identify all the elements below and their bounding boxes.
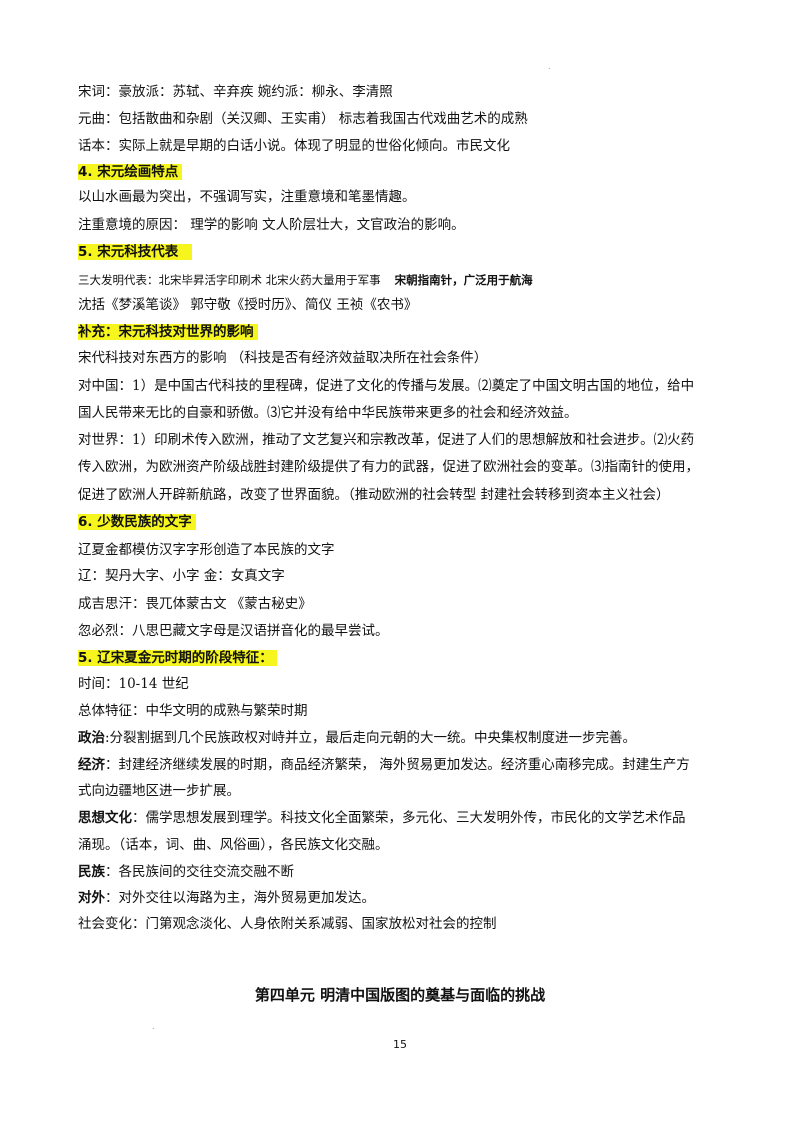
section-heading-text: 5. 宋元科技代表 xyxy=(78,244,193,260)
text-line: 式向边疆地区进一步扩展。 xyxy=(78,783,240,799)
text-line: 元曲：包括散曲和杂剧（关汉卿、王实甫） 标志着我国古代戏曲艺术的成熟 xyxy=(78,111,528,127)
text-line: 忽必烈：八思巴藏文字母是汉语拼音化的最早尝试。 xyxy=(78,623,389,639)
text-line: 总体特征：中华文明的成熟与繁荣时期 xyxy=(78,703,308,719)
bold-keyword: 民族 xyxy=(78,864,105,880)
text-segment: :分裂割据到几个民族政权对峙并立，最后走向元朝的大一统。中央集权制度进一步完善。 xyxy=(105,730,637,746)
unit-title: 第四单元 明清中国版图的奠基与面临的挑战 xyxy=(254,986,546,1004)
text-line: 思想文化：儒学思想发展到理学。科技文化全面繁荣，多元化、三大发明外传，市民化的文… xyxy=(78,808,686,828)
section-heading-text: 6. 少数民族的文字 xyxy=(78,514,196,530)
text-line: 社会变化：门第观念淡化、人身依附关系减弱、国家放松对社会的控制 xyxy=(78,916,497,932)
text-line: 辽：契丹大字、小字 金：女真文字 xyxy=(78,568,285,584)
text-line: 传入欧洲，为欧洲资产阶级战胜封建阶级提供了有力的武器，促进了欧洲社会的变革。⑶指… xyxy=(78,459,699,475)
section-heading: 5. 宋元科技代表 xyxy=(78,242,193,262)
bold-keyword: 思想文化 xyxy=(78,810,132,826)
section-heading: 5. 辽宋夏金元时期的阶段特征： xyxy=(78,648,277,668)
text-line: 对世界：1）印刷术传入欧洲，推动了文艺复兴和宗教改革，促进了人们的思想解放和社会… xyxy=(78,432,695,448)
text-line: 辽夏金都模仿汉字字形创造了本民族的文字 xyxy=(78,542,335,558)
section-heading: 6. 少数民族的文字 xyxy=(78,512,196,532)
text-line: 时间：10-14 世纪 xyxy=(78,676,189,692)
text-line: 政治:分裂割据到几个民族政权对峙并立，最后走向元朝的大一统。中央集权制度进一步完… xyxy=(78,728,636,748)
bold-keyword: 经济 xyxy=(78,757,105,773)
text-line: 宋词：豪放派：苏轼、辛弃疾 婉约派：柳永、李清照 xyxy=(78,84,393,100)
text-line: 以山水画最为突出，不强调写实，注重意境和笔墨情趣。 xyxy=(78,189,416,205)
text-segment: ：各民族间的交往交流交融不断 xyxy=(105,864,294,880)
page-number: 15 xyxy=(393,1038,407,1051)
scan-mark: . xyxy=(548,62,551,71)
text-segment: 三大发明代表：北宋毕昇活字印刷术 北宋火药大量用于军事 xyxy=(78,273,381,287)
bold-text-segment: 宋朝指南针，广泛用于航海 xyxy=(394,273,533,287)
text-line: 涌现。（话本，词、曲、风俗画），各民族文化交融。 xyxy=(78,837,389,853)
section-heading-text: 5. 辽宋夏金元时期的阶段特征： xyxy=(78,650,277,666)
text-line: 对中国：1）是中国古代科技的里程碑，促进了文化的传播与发展。⑵奠定了中国文明古国… xyxy=(78,378,695,394)
text-line: 国人民带来无比的自豪和骄傲。⑶它并没有给中华民族带来更多的社会和经济效益。 xyxy=(78,405,578,421)
text-line: 对外：对外交往以海路为主，海外贸易更加发达。 xyxy=(78,888,375,908)
text-line: 经济：封建经济继续发展的时期，商品经济繁荣， 海外贸易更加发达。经济重心南移完成… xyxy=(78,755,690,775)
scan-mark: . xyxy=(152,1022,155,1031)
text-line: 沈括《梦溪笔谈》 郭守敬《授时历》、简仪 王祯《农书》 xyxy=(78,297,418,313)
text-line: 促进了欧洲人开辟新航路，改变了世界面貌。（推动欧洲的社会转型 封建社会转移到资本… xyxy=(78,487,670,503)
bold-keyword: 对外 xyxy=(78,890,105,906)
section-heading: 4. 宋元绘画特点 xyxy=(78,162,183,182)
text-line: 三大发明代表：北宋毕昇活字印刷术 北宋火药大量用于军事宋朝指南针，广泛用于航海 xyxy=(78,270,533,290)
section-heading-text: 4. 宋元绘画特点 xyxy=(78,164,183,180)
section-heading: 补充：宋元科技对世界的影响 xyxy=(78,322,258,342)
text-line: 注重意境的原因： 理学的影响 文人阶层壮大，文官政治的影响。 xyxy=(78,217,465,233)
section-heading-text: 补充：宋元科技对世界的影响 xyxy=(78,324,258,340)
text-line: 话本：实际上就是早期的白话小说。体现了明显的世俗化倾向。市民文化 xyxy=(78,138,510,154)
text-segment: ：对外交往以海路为主，海外贸易更加发达。 xyxy=(105,890,375,906)
text-line: 民族：各民族间的交往交流交融不断 xyxy=(78,862,294,882)
text-segment: ：儒学思想发展到理学。科技文化全面繁荣，多元化、三大发明外传，市民化的文学艺术作… xyxy=(132,810,686,826)
text-line: 宋代科技对东西方的影响 （科技是否有经济效益取决所在社会条件） xyxy=(78,350,488,366)
bold-keyword: 政治 xyxy=(78,730,105,746)
text-line: 成吉思汗：畏兀体蒙古文 《蒙古秘史》 xyxy=(78,596,312,612)
text-segment: ：封建经济继续发展的时期，商品经济繁荣， 海外贸易更加发达。经济重心南移完成。封… xyxy=(105,757,690,773)
